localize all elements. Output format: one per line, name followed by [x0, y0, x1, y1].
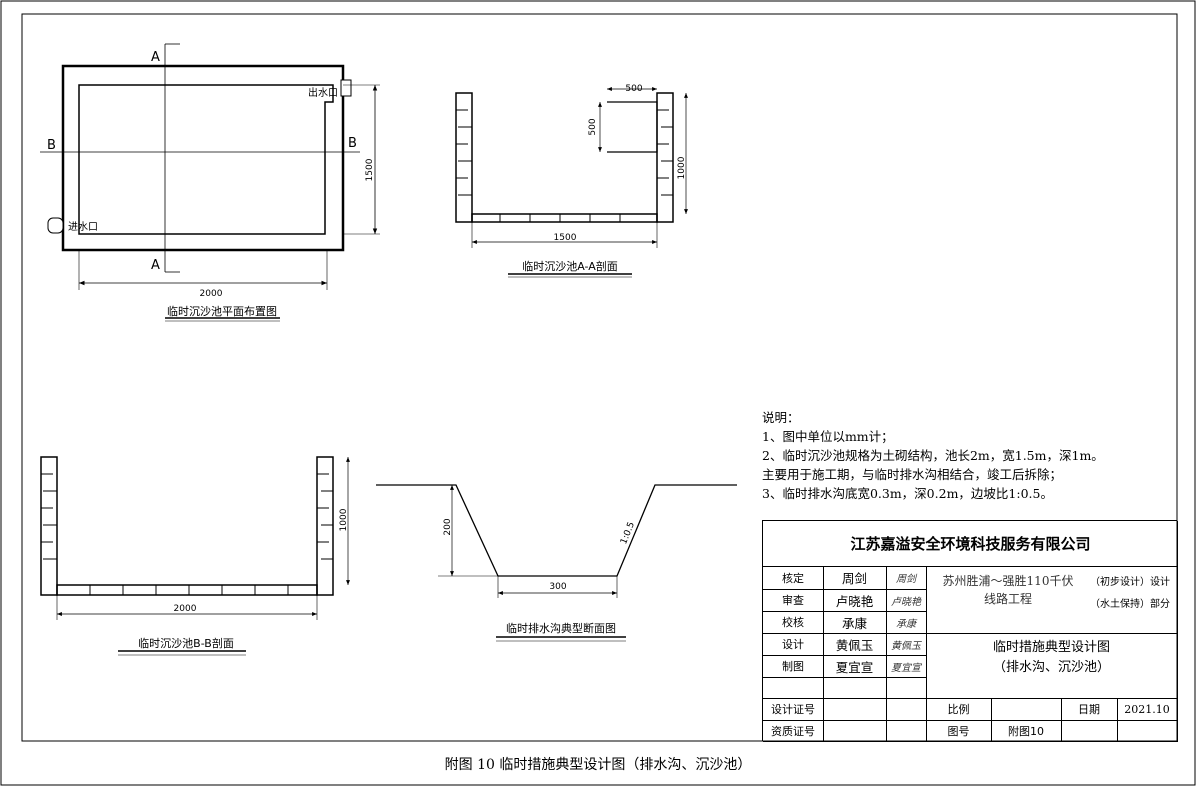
bb-dim-width: 2000 [174, 604, 197, 614]
notes: 说明： 1、图中单位以mm计； 2、临时沉沙池规格为土砌结构，池长2m，宽1.5… [762, 408, 1104, 503]
plan-label-b-left: B [47, 138, 56, 153]
bb-title: 临时沉沙池B-B剖面 [138, 636, 234, 650]
plan-inner-wall [78, 84, 334, 235]
plan-label-b-right: B [348, 136, 357, 151]
scale-label: 比例 [947, 703, 970, 716]
section-bb [40, 456, 350, 656]
notes-heading: 说明： [762, 410, 800, 425]
ditch-dim-bottom: 300 [549, 582, 566, 592]
project-name-line1: 苏州胜浦～强胜110千伏 [942, 573, 1074, 588]
figure-caption: 附图 10 临时措施典型设计图（排水沟、沉沙池） [444, 757, 752, 773]
drawing-title-line2: （排水沟、沉沙池） [992, 659, 1110, 675]
plan-dim-height: 1500 [365, 158, 375, 181]
name-draft: 夏宜宣 [835, 659, 874, 675]
bb-dim-height: 1000 [339, 508, 349, 531]
plan-title: 临时沉沙池平面布置图 [167, 304, 277, 318]
section-aa [455, 87, 688, 278]
title-block: 江苏嘉溢安全环境科技服务有限公司 核定 周剑 周剑 审查 卢晓艳 卢晓艳 校核 … [762, 520, 1178, 742]
signature-check: 承康 [896, 618, 916, 630]
role-approve: 核定 [782, 571, 804, 585]
role-draft: 制图 [782, 660, 804, 673]
plan-label-a-top: A [151, 50, 160, 65]
notes-line: 主要用于施工期，与临时排水沟相结合，竣工后拆除； [762, 467, 1063, 482]
plan-dim-width: 2000 [200, 289, 223, 299]
ditch-section [376, 484, 737, 642]
ditch-dim-depth: 200 [443, 518, 453, 535]
aa-dim-top-height: 500 [588, 118, 598, 135]
plan-outlet-label: 出水口 [308, 86, 338, 99]
aa-dim-top-width: 500 [625, 84, 642, 94]
design-part: （水土保持）部分 [1090, 598, 1170, 610]
company-name: 江苏嘉溢安全环境科技服务有限公司 [850, 535, 1091, 553]
design-stage: （初步设计）设计 [1090, 576, 1170, 588]
signature-approve: 周剑 [896, 574, 916, 585]
date-label: 日期 [1078, 703, 1100, 716]
plan-outer-wall [61, 64, 345, 252]
design-cert-label: 设计证号 [771, 703, 815, 716]
role-design: 设计 [782, 638, 804, 651]
name-review: 卢晓艳 [835, 593, 874, 609]
role-review: 审查 [782, 594, 804, 607]
role-check: 校核 [782, 616, 804, 629]
signature-design: 黄佩玉 [891, 640, 921, 652]
drawing-no-label: 图号 [947, 725, 970, 738]
aa-dim-height: 1000 [677, 156, 687, 179]
plan-view [40, 43, 380, 322]
name-check: 承康 [841, 615, 867, 631]
notes-line: 3、临时排水沟底宽0.3m，深0.2m，边坡比1:0.5。 [762, 486, 1053, 501]
aa-title: 临时沉沙池A-A剖面 [522, 259, 618, 273]
drawing-no-value: 附图10 [1008, 725, 1044, 738]
project-name-line2: 线路工程 [983, 591, 1032, 606]
notes-line: 2、临时沉沙池规格为土砌结构，池长2m，宽1.5m，深1m。 [762, 448, 1104, 463]
aa-dim-width: 1500 [554, 233, 577, 243]
signature-draft: 夏宜宣 [891, 662, 921, 674]
ditch-title: 临时排水沟典型断面图 [506, 621, 616, 635]
date-value: 2021.10 [1124, 702, 1170, 716]
plan-label-a-bottom: A [151, 258, 160, 273]
name-design: 黄佩玉 [835, 637, 874, 653]
signature-review: 卢晓艳 [891, 596, 921, 608]
qualification-cert-label: 资质证号 [771, 725, 815, 738]
inner-frame [21, 13, 1178, 742]
drawing-title-line1: 临时措施典型设计图 [992, 639, 1110, 655]
plan-inlet-label: 进水口 [68, 221, 98, 233]
notes-line: 1、图中单位以mm计； [762, 429, 894, 444]
name-approve: 周剑 [841, 571, 867, 586]
